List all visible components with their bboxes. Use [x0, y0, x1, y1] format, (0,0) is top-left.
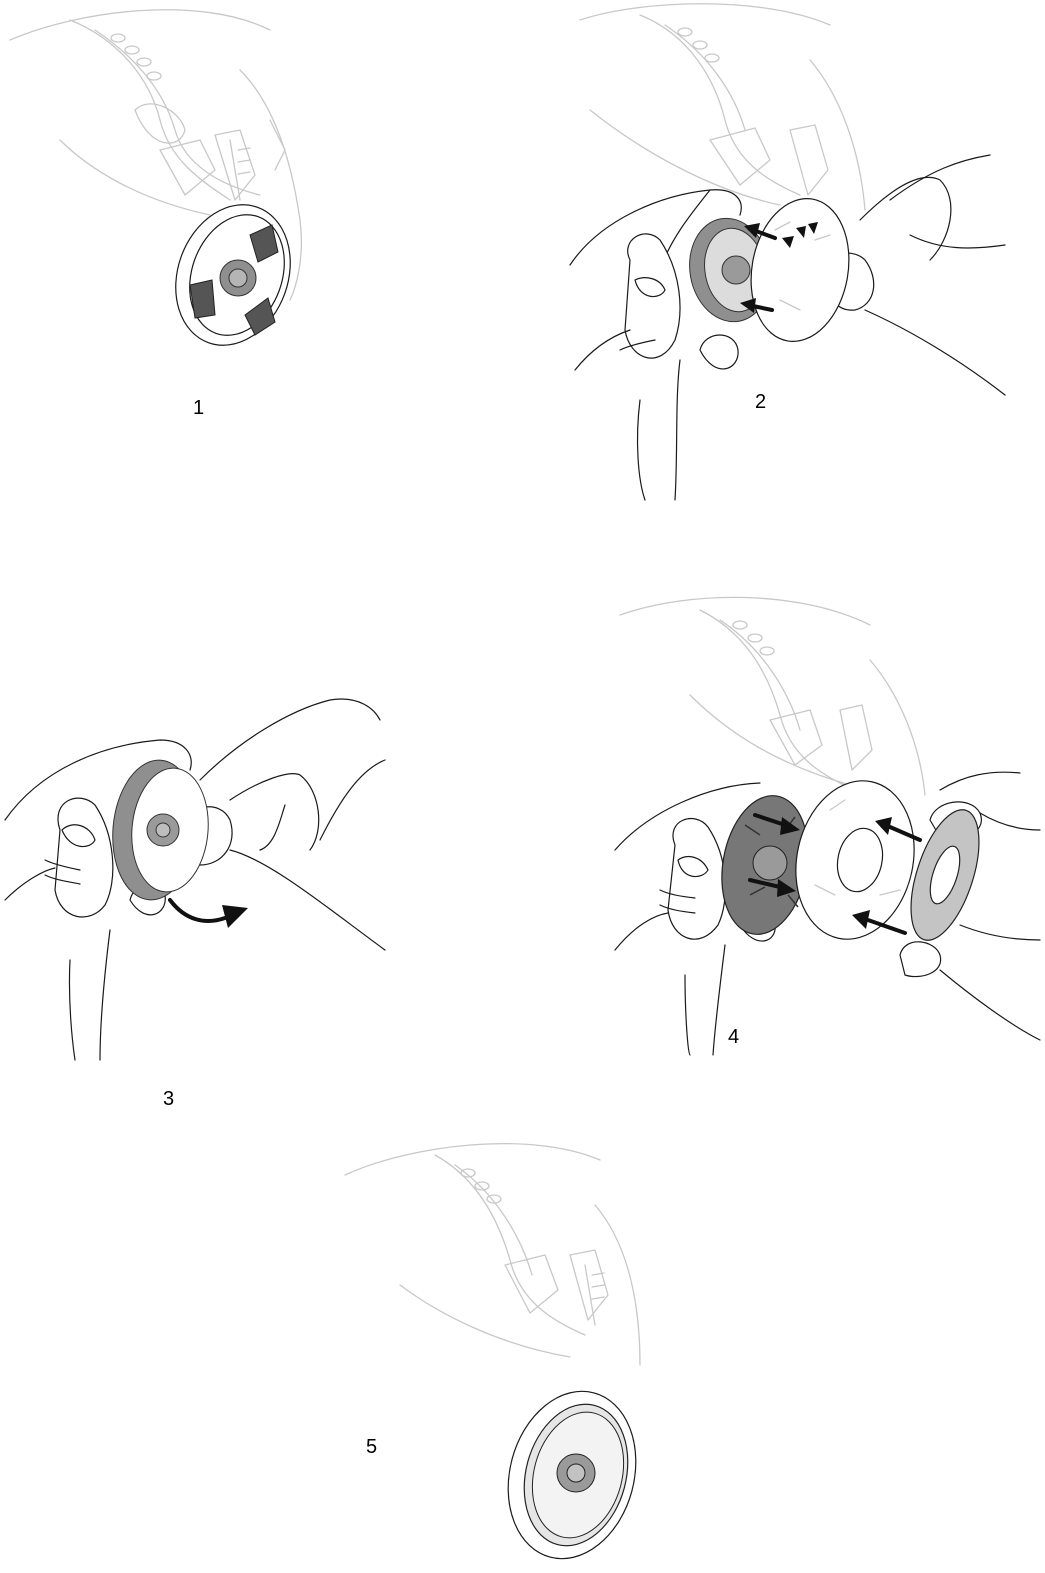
filter-assembly	[711, 770, 992, 951]
hands	[5, 699, 385, 1060]
step-1-illustration	[0, 0, 360, 430]
filter-assembly	[107, 757, 213, 904]
step-5-illustration	[340, 1135, 660, 1573]
step-4-illustration	[600, 595, 1045, 1055]
head-harness	[580, 4, 865, 210]
filter-assembly	[682, 191, 860, 349]
step-2-number: 2	[755, 392, 766, 412]
head-harness	[345, 1144, 640, 1365]
step-2-panel: 2	[560, 0, 1045, 505]
step-5-panel: 5	[340, 1135, 660, 1573]
step-5-label: 5	[366, 1437, 377, 1457]
rotate-arrow	[170, 900, 248, 928]
step-4-panel: 4	[600, 595, 1045, 1055]
filter-holder	[490, 1377, 654, 1573]
step-1-number: 1	[193, 398, 204, 418]
step-2-illustration	[560, 0, 1045, 505]
step-3-panel: 3	[0, 680, 400, 1110]
step-3-number: 3	[163, 1089, 174, 1109]
step-3-illustration	[0, 680, 400, 1110]
step-4-number: 4	[728, 1027, 739, 1047]
filter-holder	[157, 189, 310, 362]
head-harness	[620, 597, 925, 795]
step-1-panel: 1	[0, 0, 360, 430]
